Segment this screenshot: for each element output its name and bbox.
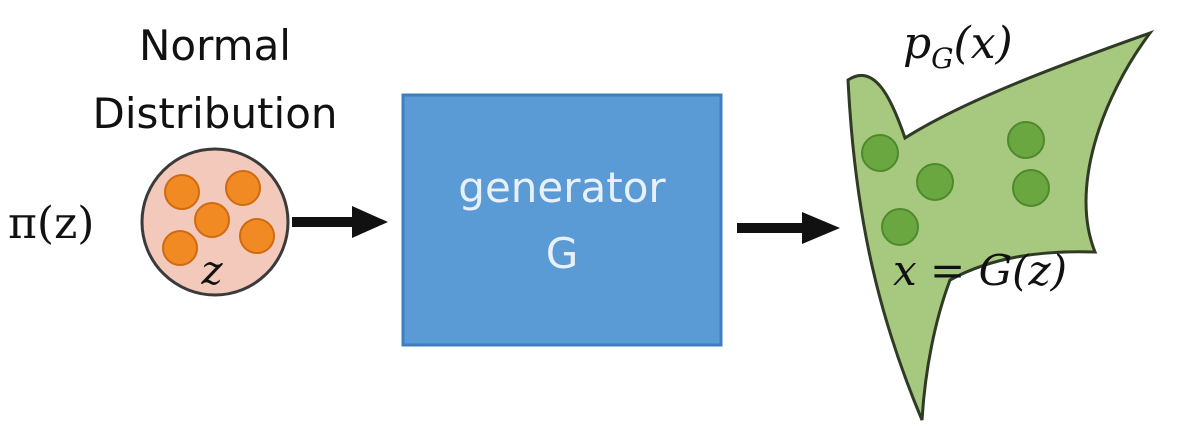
latent-sample-dot xyxy=(164,174,200,210)
arrow-to-generator xyxy=(292,206,388,238)
latent-sample-dot xyxy=(239,218,275,254)
latent-variable-label: z xyxy=(200,248,223,294)
generated-distribution-blob xyxy=(846,29,1155,421)
latent-sample-dot xyxy=(194,202,230,238)
generator-label: generator xyxy=(458,163,666,212)
generator-symbol: G xyxy=(546,229,579,278)
density-label-args: (x) xyxy=(954,18,1013,69)
normal-title-line2: Distribution xyxy=(92,89,337,138)
arrow-to-output xyxy=(737,212,840,244)
latent-sample-dot xyxy=(162,230,198,266)
generator-box: generator G xyxy=(401,93,723,347)
generated-sample-dot xyxy=(861,134,899,172)
generated-sample-dot xyxy=(916,163,954,201)
density-label-p: p xyxy=(903,18,931,69)
generated-sample-dot xyxy=(1012,169,1050,207)
latent-sample-dot xyxy=(225,170,261,206)
generated-sample-dot xyxy=(881,208,919,246)
density-label-subscript: G xyxy=(931,42,953,75)
generated-density-label: pG(x) xyxy=(903,18,1013,75)
generated-sample-dot xyxy=(1007,121,1045,159)
prior-density-label: π(z) xyxy=(8,198,94,249)
generated-samples xyxy=(861,121,1050,246)
generator-mapping-label: x = G(z) xyxy=(893,246,1067,295)
normal-distribution-ball: z xyxy=(140,147,290,297)
normal-title-line1: Normal xyxy=(139,21,291,70)
